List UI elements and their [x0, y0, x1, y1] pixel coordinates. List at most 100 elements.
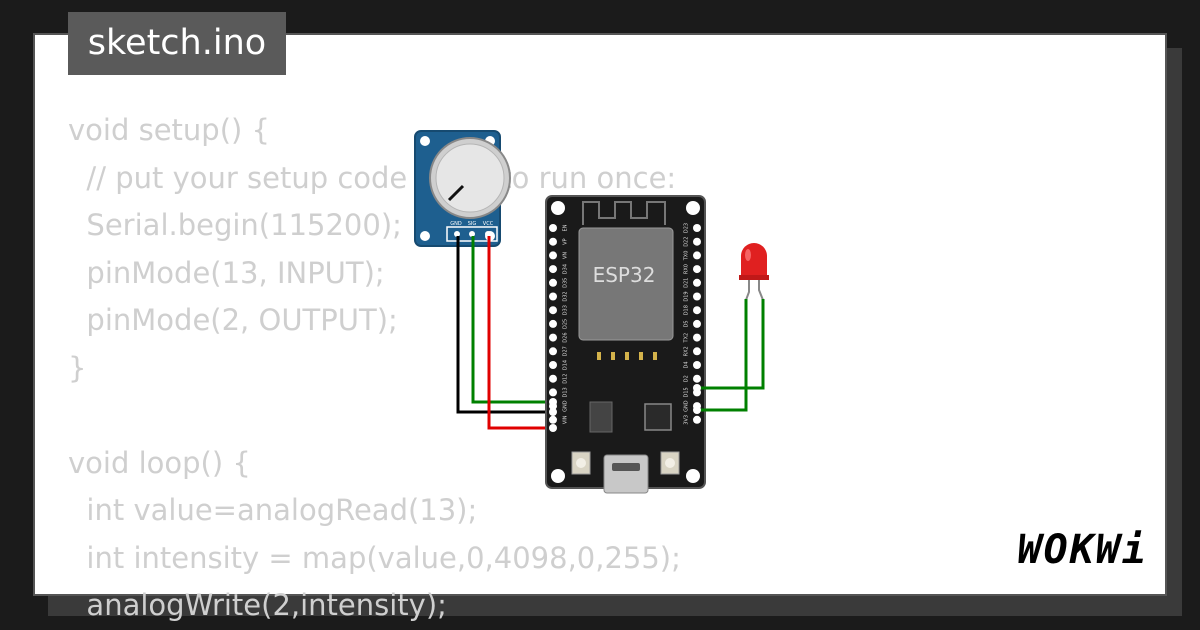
- pin-connector: [693, 384, 701, 392]
- header-pin-left-d34[interactable]: [549, 265, 557, 274]
- header-pin-left-en[interactable]: [549, 224, 557, 232]
- knob-indicator: [447, 184, 465, 202]
- header-pin-right-rx0[interactable]: [693, 265, 701, 274]
- header-pin-label: D21: [684, 278, 690, 288]
- header-pin-left-d14[interactable]: [549, 361, 557, 369]
- en-button-cap: [576, 458, 586, 468]
- boot-button-cap: [665, 458, 675, 468]
- header-pin-label: D32: [563, 291, 569, 301]
- header-pin-right-d23[interactable]: [693, 224, 701, 232]
- header-pin-label: VN: [563, 252, 569, 259]
- header-pin-label: D22: [684, 237, 690, 247]
- header-pin-right-d4[interactable]: [693, 361, 701, 369]
- led-body: [741, 243, 767, 278]
- header-pin-label: VP: [563, 238, 569, 244]
- wire-led-anode[interactable]: [697, 299, 765, 390]
- led-highlight: [745, 249, 751, 261]
- file-tab[interactable]: sketch.ino: [68, 12, 286, 75]
- header-pin-right-tx0[interactable]: [693, 251, 701, 260]
- left-pin-holes: ENVPVND34D35D32D33D25D26D27D14D12D13GNDV…: [549, 224, 569, 424]
- header-pin-right-d22[interactable]: [693, 237, 701, 246]
- header-pin-left-vp[interactable]: [549, 237, 557, 246]
- voltage-regulator: [589, 401, 613, 433]
- header-pin-label: D13: [563, 387, 569, 397]
- mount-hole: [686, 469, 700, 483]
- esp32-board[interactable]: ESP32 ENVPVND34D35D32D33D25D26D27D14D12D…: [545, 195, 706, 494]
- header-pin-left-d33[interactable]: [549, 306, 557, 315]
- header-pin-right-d18[interactable]: [693, 306, 701, 315]
- header-pin-left-d13[interactable]: [549, 388, 557, 397]
- header-pin-label: EN: [563, 224, 569, 231]
- header-pin-label: D2: [684, 375, 690, 382]
- header-pin-right-d21[interactable]: [693, 278, 701, 287]
- header-pin-label: RX0: [684, 264, 690, 274]
- wire-led-cathode[interactable]: [697, 299, 748, 412]
- header-pin-right-d19[interactable]: [693, 292, 701, 301]
- pin-connector: [693, 406, 701, 414]
- mount-hole: [551, 201, 565, 215]
- pot-pin-label-gnd: GND: [450, 221, 462, 227]
- header-pin-right-rx2[interactable]: [693, 347, 701, 356]
- code-line: pinMode(2, OUTPUT);: [68, 303, 398, 337]
- header-pin-label: D26: [563, 332, 569, 342]
- header-pin-right-3v3[interactable]: [693, 415, 701, 424]
- header-pin-label: D25: [563, 319, 569, 329]
- pot-pin[interactable]: [469, 231, 475, 237]
- mount-hole: [551, 469, 565, 483]
- header-pin-label: D15: [684, 387, 690, 397]
- usb-port-icon[interactable]: [603, 454, 649, 494]
- knob-icon[interactable]: [435, 143, 505, 213]
- code-line: int intensity = map(value,0,4098,0,255);: [68, 540, 681, 575]
- wokwi-logo: WOKWi: [1017, 527, 1148, 573]
- header-pin-label: RX2: [684, 346, 690, 356]
- header-pin-label: D23: [684, 223, 690, 233]
- header-pin-left-vin[interactable]: [549, 415, 557, 424]
- code-line: void setup() {: [68, 113, 270, 147]
- header-pin-right-d2[interactable]: [693, 374, 701, 383]
- header-pin-right-tx2[interactable]: [693, 333, 701, 342]
- wire-signal[interactable]: [471, 236, 553, 404]
- header-pin-label: 3V3: [684, 415, 690, 425]
- header-pin-left-d35[interactable]: [549, 278, 557, 287]
- pot-pin[interactable]: [485, 231, 491, 237]
- header-pin-label: D33: [563, 305, 569, 315]
- header-pin-label: D19: [684, 291, 690, 301]
- usb-slot: [612, 463, 640, 471]
- header-pin-label: TX0: [684, 251, 690, 262]
- header-pin-left-vn[interactable]: [549, 251, 557, 260]
- wire-vcc[interactable]: [487, 236, 553, 430]
- module-pads: [597, 352, 657, 360]
- pin-connector: [549, 424, 557, 432]
- code-line: pinMode(13, INPUT);: [68, 255, 385, 290]
- header-pin-right-d5[interactable]: [693, 319, 701, 328]
- code-line: }: [68, 350, 87, 385]
- header-pin-label: D5: [684, 320, 690, 327]
- code-line: int value=analogRead(13);: [68, 493, 478, 527]
- header-pin-label: D35: [563, 278, 569, 288]
- pot-pin[interactable]: [454, 231, 460, 237]
- header-pin-label: D4: [684, 361, 690, 368]
- header-pin-left-d27[interactable]: [549, 347, 557, 356]
- code-preview: void setup() { // put your setup code he…: [68, 107, 681, 630]
- header-pin-left-d26[interactable]: [549, 333, 557, 342]
- led[interactable]: [739, 243, 769, 301]
- header-pin-left-d32[interactable]: [549, 292, 557, 301]
- code-line: Serial.begin(115200);: [68, 208, 402, 242]
- pot-pin-label-sig: SIG: [468, 221, 477, 227]
- led-rim: [739, 275, 769, 280]
- mount-hole: [686, 201, 700, 215]
- pot-pin-label-vcc: VCC: [483, 221, 494, 227]
- wire-gnd[interactable]: [456, 236, 553, 414]
- header-pin-label: VIN: [563, 415, 569, 424]
- header-pin-left-d12[interactable]: [549, 374, 557, 383]
- esp32-label: ESP32: [593, 263, 656, 287]
- mount-hole: [420, 231, 430, 241]
- header-pin-label: TX2: [684, 333, 690, 344]
- led-anode-leg: [758, 280, 764, 301]
- pin-connector: [549, 398, 557, 406]
- header-pin-label: GND: [684, 400, 690, 412]
- header-pin-left-d25[interactable]: [549, 319, 557, 328]
- header-pin-label: D18: [684, 305, 690, 315]
- potentiometer[interactable]: GND SIG VCC: [414, 130, 511, 247]
